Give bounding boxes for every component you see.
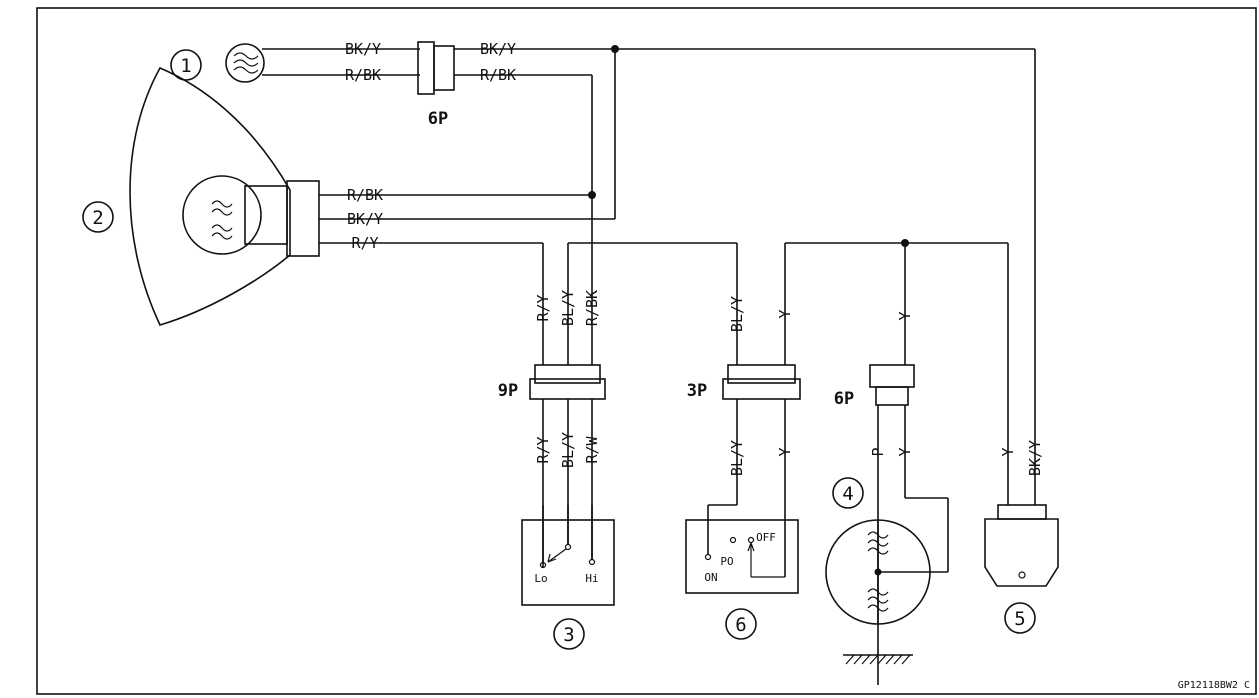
callout-5: 5 <box>1004 602 1036 634</box>
wire-label: R/W <box>583 435 601 463</box>
callout-1: 1 <box>170 49 202 81</box>
connector-9p <box>529 364 606 400</box>
connector-label-6p-right: 6P <box>834 389 854 409</box>
switch-label-lo: Lo <box>534 572 547 585</box>
coil-unit <box>825 519 948 625</box>
wire-label: BK/Y <box>347 210 383 228</box>
connector-6p-top <box>417 41 455 95</box>
ground-symbol <box>843 654 913 665</box>
wire-label: R/BK <box>345 66 381 84</box>
wire-label: Y <box>896 447 914 456</box>
callout-2: 2 <box>82 201 114 233</box>
wire-label: BK/Y <box>1026 440 1044 476</box>
figure-code: GP12118BW2 C <box>1178 680 1250 691</box>
wire-label: R/Y <box>351 234 378 252</box>
wire-label: BL/Y <box>559 432 577 468</box>
wire-label: R/Y <box>534 436 552 463</box>
wire-label: Y <box>896 311 914 320</box>
headlight <box>129 66 320 326</box>
switch-label-hi: Hi <box>585 572 598 585</box>
connector-label-3p: 3P <box>687 381 707 401</box>
junction-dot <box>611 45 619 53</box>
wire-label: Y <box>776 309 794 318</box>
callout-3: 3 <box>553 618 585 650</box>
wire-label: BL/Y <box>728 296 746 332</box>
callout-6: 6 <box>725 608 757 640</box>
wire-label: R/BK <box>583 290 601 326</box>
svg-text:1: 1 <box>180 55 191 77</box>
svg-text:2: 2 <box>92 207 103 229</box>
switch-label-po: PO <box>720 555 733 568</box>
diagram-frame <box>36 7 1257 695</box>
svg-text:5: 5 <box>1014 608 1025 630</box>
wire-label: Y <box>999 447 1017 456</box>
svg-text:3: 3 <box>563 624 574 646</box>
wire-label: BL/Y <box>559 290 577 326</box>
connector-label-6p-top: 6P <box>428 109 448 129</box>
wire-label: BK/Y <box>345 40 381 58</box>
wire-label: R/Y <box>534 294 552 321</box>
wire-label: Y <box>776 447 794 456</box>
wire-label: R/BK <box>347 186 383 204</box>
svg-text:4: 4 <box>842 483 853 505</box>
wire-label: BK/Y <box>480 40 516 58</box>
relay <box>984 504 1059 587</box>
svg-text:6: 6 <box>735 614 746 636</box>
connector-3p <box>722 364 801 400</box>
wire-label: P <box>869 447 887 456</box>
position-lamp <box>225 43 265 83</box>
switch-label-off: OFF <box>756 531 776 544</box>
wire-label: BL/Y <box>728 440 746 476</box>
connector-label-9p: 9P <box>498 381 518 401</box>
connector-6p-right <box>869 364 915 406</box>
callout-4: 4 <box>832 477 864 509</box>
switch-label-on: ON <box>704 571 717 584</box>
wire-label: R/BK <box>480 66 516 84</box>
dimmer-switch <box>521 505 615 606</box>
junction-dot <box>901 239 909 247</box>
lighting-switch <box>685 504 799 594</box>
